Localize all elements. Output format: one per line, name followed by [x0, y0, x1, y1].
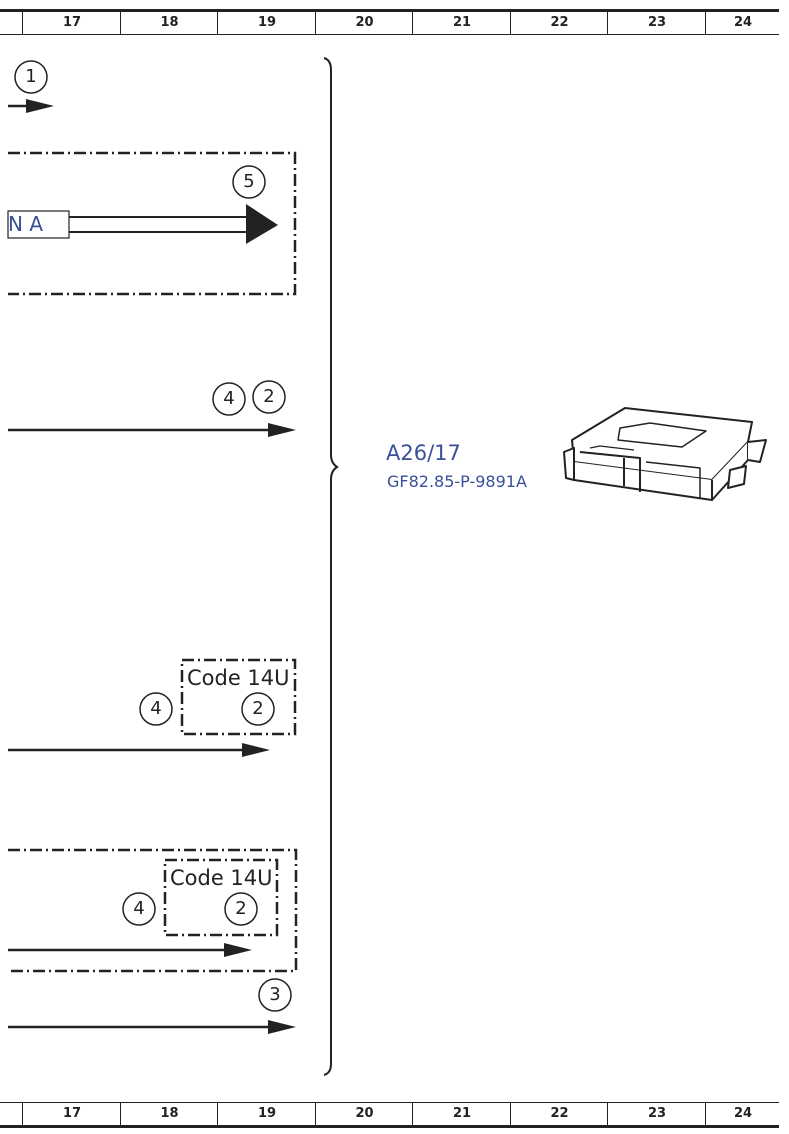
- ref-number: 2: [252, 698, 264, 719]
- ruler-col: 20: [315, 12, 413, 34]
- ruler-col: 17: [22, 12, 121, 34]
- control-unit-icon: [563, 407, 767, 501]
- arrowhead-2: [268, 423, 296, 437]
- code-frame-1: [180, 658, 297, 736]
- bus-arrowhead: [246, 204, 278, 244]
- ref-circle: [232, 165, 266, 199]
- ruler-col: 23: [607, 12, 706, 34]
- ruler-col: 22: [510, 12, 608, 34]
- ruler-col: 21: [412, 1103, 511, 1125]
- signal-name-box: [7, 210, 70, 239]
- ref-circle: [212, 382, 246, 416]
- ref-number: 3: [269, 984, 281, 1005]
- ruler-col: 21: [412, 12, 511, 34]
- ref-number: 4: [223, 388, 235, 409]
- option-frame-1: [8, 151, 297, 296]
- ref-number: 2: [263, 386, 275, 407]
- ruler-col: 23: [607, 1103, 706, 1125]
- ruler-col: 24: [705, 12, 780, 34]
- option-frame-2: [8, 848, 298, 973]
- ruler-col: 18: [120, 12, 218, 34]
- ruler-col: 17: [22, 1103, 121, 1125]
- ruler-col: 22: [510, 1103, 608, 1125]
- component-name[interactable]: A26/17: [386, 441, 461, 465]
- ruler-col: 19: [217, 1103, 316, 1125]
- signal-box-label: N A: [8, 212, 43, 236]
- column-ruler-bottom: 17 18 19 20 21 22 23 24: [0, 1102, 779, 1128]
- ref-circle: [14, 60, 48, 94]
- ref-number: 5: [243, 171, 255, 192]
- ruler-col: 24: [705, 1103, 780, 1125]
- column-ruler-top: 17 18 19 20 21 22 23 24: [0, 9, 779, 35]
- ref-number: 2: [235, 898, 247, 919]
- ref-number: 1: [25, 66, 37, 87]
- arrowhead-3: [242, 743, 270, 757]
- ref-number: 4: [133, 898, 145, 919]
- code-label: Code 14U: [170, 866, 273, 890]
- arrowhead-5: [268, 1020, 296, 1034]
- ref-number: 4: [150, 698, 162, 719]
- group-brace: [323, 57, 339, 1076]
- ref-circle: [224, 892, 258, 926]
- code-frame-2: [163, 858, 279, 937]
- arrowhead-1: [26, 99, 54, 113]
- ref-circle: [258, 978, 292, 1012]
- ruler-col: 19: [217, 12, 316, 34]
- ruler-col: 18: [120, 1103, 218, 1125]
- arrowhead-4: [224, 943, 252, 957]
- ref-circle: [139, 692, 173, 726]
- component-doc-ref[interactable]: GF82.85-P-9891A: [387, 472, 527, 491]
- ref-circle: [252, 380, 286, 414]
- ruler-col: 20: [315, 1103, 413, 1125]
- code-label: Code 14U: [187, 666, 290, 690]
- ref-circle: [122, 892, 156, 926]
- ref-circle: [241, 692, 275, 726]
